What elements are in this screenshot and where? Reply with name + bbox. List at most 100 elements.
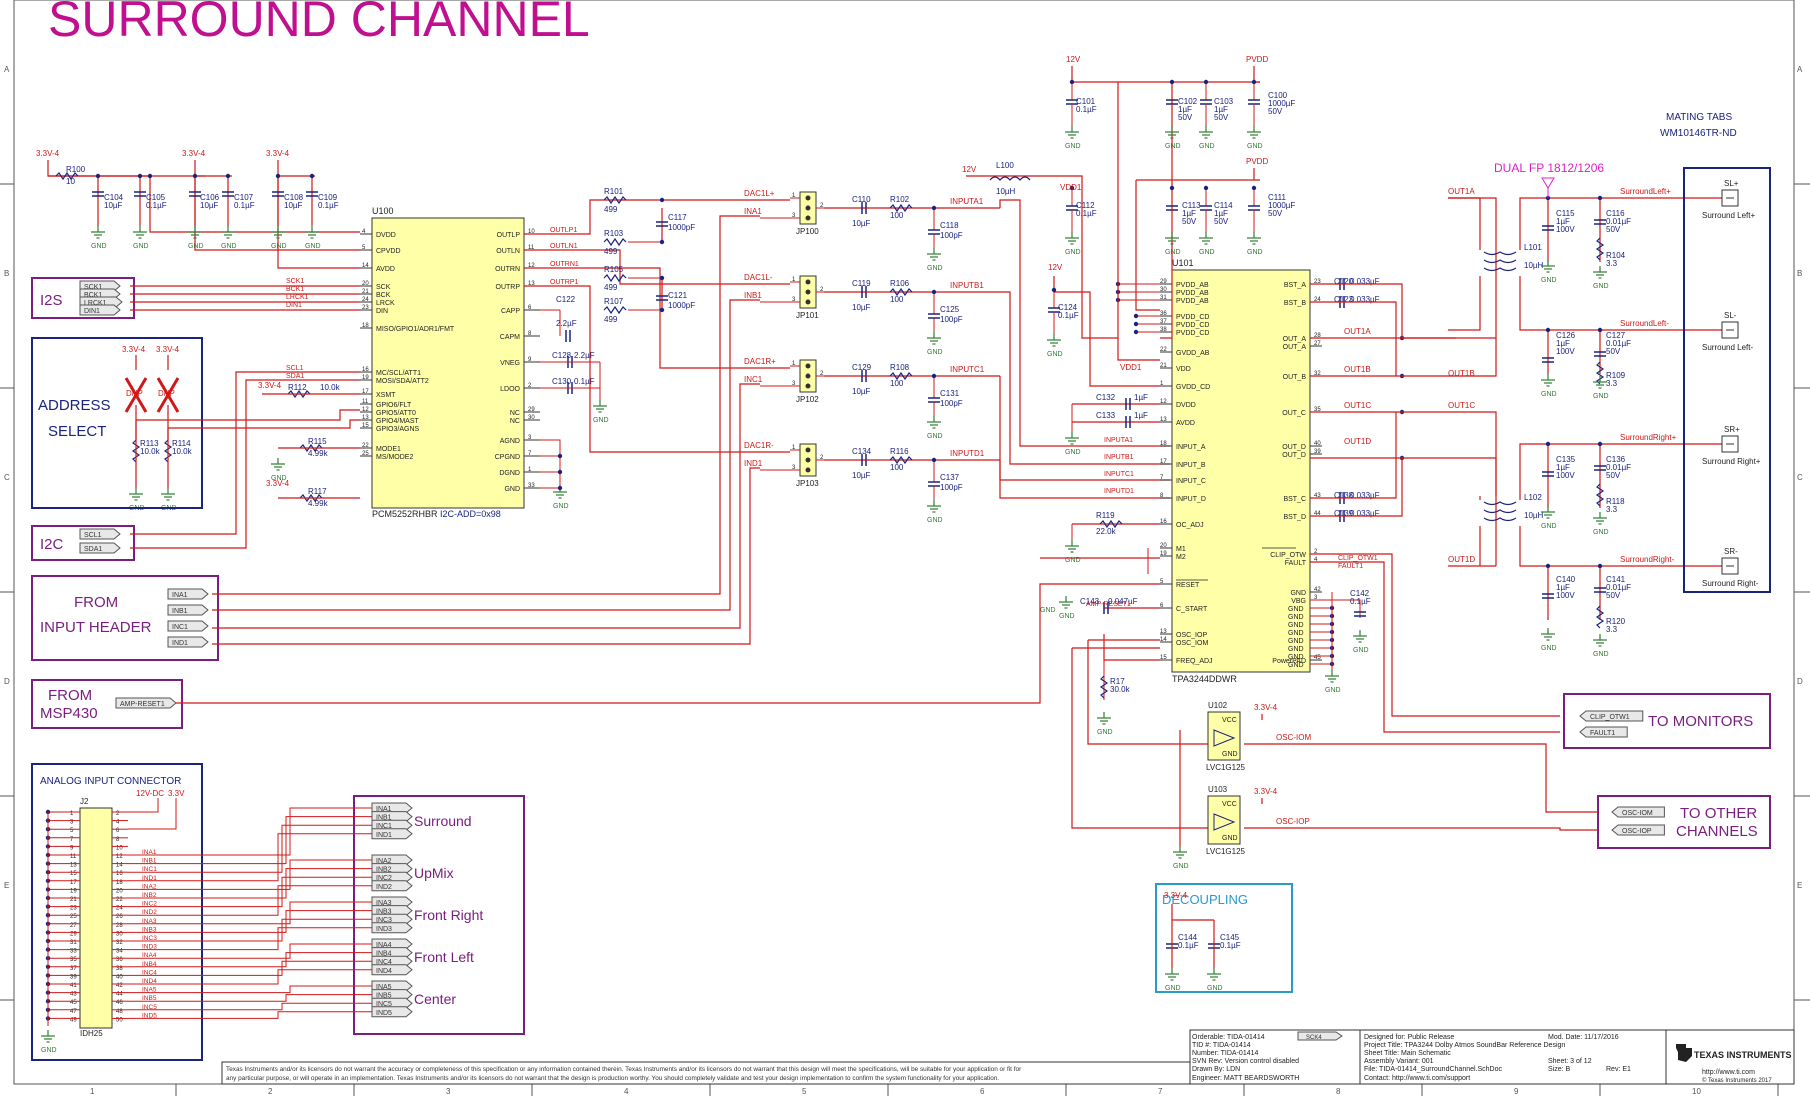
dac-net: OUTLP1 (550, 227, 577, 234)
cap-value: 10µF (852, 303, 871, 312)
net-port (1611, 824, 1665, 836)
ground-symbol (133, 226, 147, 239)
row-zone-label: C (4, 473, 10, 482)
pin-number: 15 (1160, 655, 1167, 661)
resistor (299, 493, 323, 503)
svg-text:C124: C124 (1058, 303, 1078, 312)
svg-text:50V: 50V (1268, 107, 1283, 116)
analog-connector-block: ANALOG INPUT CONNECTOR J2 IDH25 12V-DC 3… (31, 763, 203, 1061)
ground-label: GND (1593, 393, 1609, 400)
u101-supply-labels: 12V PVDD PVDD 12V 12V VDD1 VDD1 L100 10µ… (962, 55, 1295, 694)
ground-symbol (221, 226, 235, 239)
svg-text:GND: GND (1222, 751, 1238, 758)
resistor-value: 10.0k (320, 383, 341, 392)
u100-right-pin: OUTLN (496, 248, 520, 255)
row-zone-label: B (4, 269, 9, 278)
net-port-label: DIN1 (84, 308, 100, 315)
tb-variant: Assembly Variant: 001 (1364, 1058, 1434, 1065)
pin-number: 11 (528, 245, 535, 251)
capacitor (1125, 398, 1131, 410)
msp-label-2: MSP430 (40, 705, 98, 722)
svg-text:L100: L100 (996, 161, 1014, 170)
channel-groups: INA1INB1INC1IND1SurroundINA2INB2INC2IND2… (128, 795, 525, 1035)
u100-left-pin: MISO/GPIO1/ADR1/FMT (376, 326, 455, 333)
pin-number: 5 (70, 828, 74, 834)
net-port (167, 620, 209, 632)
svg-text:0.1µF: 0.1µF (234, 201, 255, 210)
svg-text:0.047µF: 0.047µF (1108, 597, 1138, 606)
net-port-label: INA5 (376, 984, 392, 991)
svg-text:22.0k: 22.0k (1096, 527, 1117, 536)
pin-number: 19 (362, 375, 369, 381)
svg-text:100V: 100V (1556, 347, 1575, 356)
net-port (167, 588, 209, 600)
pin-number: 33 (528, 483, 535, 489)
u100-left-pin: DIN (376, 308, 388, 315)
address-label-1: ADDRESS (38, 397, 111, 414)
input-net-label: INA1 (744, 207, 762, 216)
svg-text:0.1µF: 0.1µF (1178, 941, 1199, 950)
row-zone-label: E (1797, 881, 1802, 890)
cap-value: 2.2µF (574, 351, 595, 360)
amp-input-pin-label: INPUTD1 (1104, 488, 1134, 495)
svg-text:3.3: 3.3 (1606, 505, 1618, 514)
junction-dot (931, 289, 937, 295)
speaker-tab (1721, 435, 1739, 453)
pin-number: 18 (362, 323, 369, 329)
pin-number: 23 (70, 906, 77, 912)
junction-dot (1133, 313, 1139, 319)
ground-label: GND (1247, 249, 1263, 256)
dac-net-label: DAC1L+ (744, 189, 775, 198)
pin-number: 1 (792, 445, 796, 451)
svg-text:12V: 12V (1066, 55, 1081, 64)
cap-value: 100pF (940, 399, 963, 408)
amp-input-net-label: INPUTA1 (950, 197, 984, 206)
net-port-label: SCK1 (84, 284, 102, 291)
capacitor (1542, 471, 1554, 477)
capacitor (656, 295, 668, 301)
capacitor (222, 191, 234, 197)
junction-dot (95, 173, 101, 179)
svg-text:C103: C103 (1214, 97, 1234, 106)
u100-left-pin: XSMT (376, 392, 396, 399)
net-port (79, 528, 121, 540)
svg-text:R109: R109 (1606, 371, 1626, 380)
u101-left-pin: C_START (1176, 606, 1208, 613)
ground-symbol (188, 226, 202, 239)
pin-number: 14 (116, 863, 123, 869)
msp430-block: FROM MSP430 AMP-RESET1 (31, 679, 183, 729)
pin-number: 17 (1160, 459, 1167, 465)
pin-number: 24 (1314, 297, 1321, 303)
junction-dot (225, 173, 231, 179)
pin-number: 22 (362, 443, 369, 449)
ground-label: GND (1065, 143, 1081, 150)
resistor (1595, 361, 1605, 385)
ground-symbol (1247, 232, 1261, 245)
amp-input-pin-label: INPUTA1 (1104, 437, 1133, 444)
u102-ref: U102 (1208, 701, 1228, 710)
ground-symbol (1541, 374, 1555, 387)
jumper-ref: JP100 (796, 227, 819, 236)
connector-net-label: INA5 (142, 987, 157, 994)
capacitor (928, 397, 940, 403)
output-pin-label: OUT1D (1344, 437, 1371, 446)
pin-number: 39 (70, 974, 77, 980)
resistor (603, 237, 627, 247)
connector-part: IDH25 (80, 1029, 103, 1038)
svg-text:3.3V-4: 3.3V-4 (266, 149, 290, 158)
ground-label: GND (1593, 529, 1609, 536)
mating-tabs-line2: WM10146TR-ND (1660, 128, 1737, 139)
resistor-label: R101 (604, 187, 624, 196)
tb-url: http://www.ti.com (1702, 1069, 1755, 1076)
monitors-label: TO MONITORS (1648, 713, 1753, 730)
pin-number: 21 (362, 289, 369, 295)
resistor-label: R112 (288, 383, 307, 392)
ground-symbol (1199, 126, 1213, 139)
junction-dot (1597, 441, 1603, 447)
svg-text:10µF: 10µF (104, 201, 123, 210)
ground-label: GND (1541, 277, 1557, 284)
dvdd-supply-filters (47, 160, 360, 269)
pin-number: 43 (70, 992, 77, 998)
u102-part: LVC1G125 (1206, 763, 1246, 772)
